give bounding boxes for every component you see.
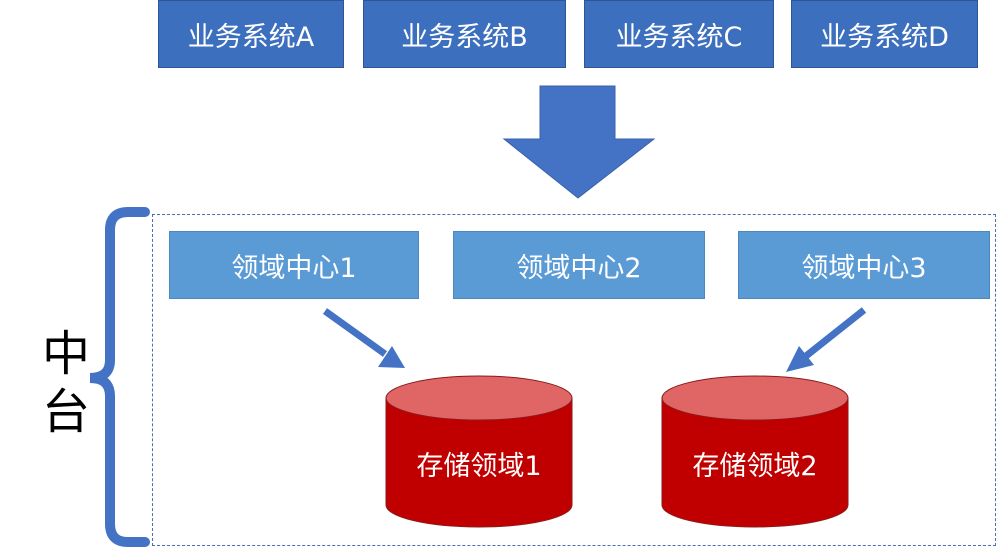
diagonal-arrow-1-icon: [322, 308, 405, 368]
storage-cylinder-2: [661, 375, 849, 528]
middle-platform-label-char-1: 中: [41, 326, 90, 382]
domain-center-2-box[interactable]: 领域中心2: [453, 231, 705, 299]
storage-domain-2-label: 存储领域2: [692, 450, 818, 482]
business-system-c-label: 业务系统C: [615, 21, 743, 53]
down-arrow-icon: [502, 85, 656, 199]
business-system-d-box[interactable]: 业务系统D: [791, 0, 978, 68]
domain-center-1-box[interactable]: 领域中心1: [169, 231, 419, 299]
diagonal-arrow-2-icon: [786, 307, 867, 372]
domain-center-1-label: 领域中心1: [231, 252, 357, 284]
storage-cylinder-1: [385, 375, 573, 528]
middle-platform-label-char-2: 台: [41, 384, 90, 440]
business-system-c-box[interactable]: 业务系统C: [584, 0, 774, 68]
domain-center-2-label: 领域中心2: [516, 252, 642, 284]
middle-platform-frame: [152, 214, 996, 546]
domain-center-3-label: 领域中心3: [801, 252, 927, 284]
domain-center-3-box[interactable]: 领域中心3: [738, 231, 990, 299]
business-system-b-label: 业务系统B: [401, 21, 528, 53]
storage-domain-1-label: 存储领域1: [416, 450, 542, 482]
business-system-a-label: 业务系统A: [187, 21, 315, 53]
business-system-d-label: 业务系统D: [820, 21, 949, 53]
brace-icon: [89, 207, 150, 547]
business-system-b-box[interactable]: 业务系统B: [363, 0, 566, 68]
business-system-a-box[interactable]: 业务系统A: [158, 0, 344, 68]
